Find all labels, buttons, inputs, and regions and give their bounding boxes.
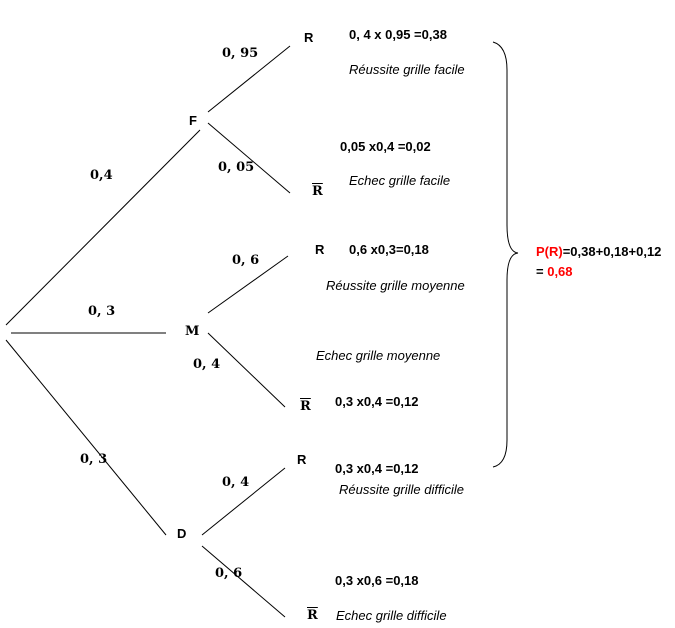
desc-MRbar: Echec grille moyenne: [316, 348, 441, 363]
branch-F-Rbar: [207, 122, 291, 194]
calc-DR: 0,3 x0,4 =0,12: [335, 461, 419, 476]
prob-root-F: 0,4: [90, 168, 113, 183]
node-Rbar-M: R: [300, 399, 311, 414]
prob-root-D: 0, 3: [80, 452, 108, 467]
branch-root-D: [5, 339, 167, 536]
prob-D-R: 0, 4: [222, 475, 250, 490]
result-sum: =0,38+0,18+0,12: [562, 244, 662, 259]
node-M: M: [185, 324, 200, 339]
curly-brace: [492, 41, 519, 468]
branch-M-Rbar: [207, 332, 286, 408]
branch-D-Rbar: [201, 545, 286, 618]
node-D: D: [177, 526, 187, 541]
calc-DRbar: 0,3 x0,6 =0,18: [335, 573, 419, 588]
calc-FR: 0, 4 x 0,95 =0,38: [349, 27, 447, 42]
prob-F-Rbar: 0, 05: [218, 160, 255, 175]
desc-MR: Réussite grille moyenne: [326, 278, 465, 293]
result-label: P(R): [536, 244, 563, 259]
node-Rbar-F: R: [312, 184, 323, 199]
calc-MRbar: 0,3 x0,4 =0,12: [335, 394, 419, 409]
result-line: P(R)=0,38+0,18+0,12: [536, 244, 661, 259]
prob-F-R: 0, 95: [222, 46, 259, 61]
node-R-F: R: [304, 30, 314, 45]
branch-M-R: [207, 255, 289, 314]
prob-D-Rbar: 0, 6: [215, 566, 243, 581]
prob-M-R: 0, 6: [232, 253, 260, 268]
desc-DR: Réussite grille difficile: [339, 482, 464, 497]
branch-root-F: [5, 129, 201, 326]
desc-FRbar: Echec grille facile: [349, 173, 451, 188]
prob-M-Rbar: 0, 4: [193, 357, 221, 372]
prob-root-M: 0, 3: [88, 304, 116, 319]
result-eq: =: [536, 264, 548, 279]
branch-F-R: [207, 45, 291, 113]
calc-FRbar: 0,05 x0,4 =0,02: [340, 139, 431, 154]
result-value: 0,68: [547, 264, 573, 279]
branch-D-R: [201, 467, 286, 536]
desc-DRbar: Echec grille difficile: [336, 608, 447, 623]
calc-MR: 0,6 x0,3=0,18: [349, 242, 429, 257]
node-R-M: R: [315, 242, 325, 257]
result-value-line: = 0,68: [536, 264, 573, 279]
node-F: F: [189, 113, 197, 128]
node-Rbar-D: R: [307, 608, 318, 623]
desc-FR: Réussite grille facile: [349, 62, 465, 77]
node-R-D: R: [297, 452, 307, 467]
